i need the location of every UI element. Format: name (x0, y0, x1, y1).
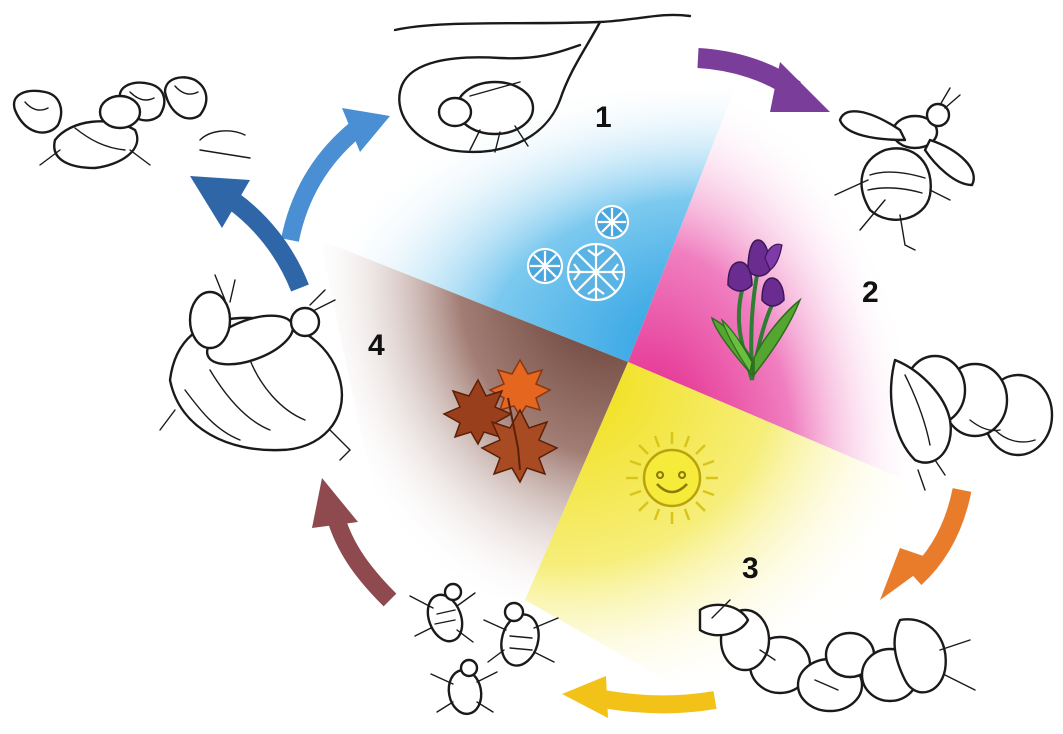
queen-with-cells-drawing (891, 356, 1052, 490)
stage-label-2: 2 (862, 276, 879, 309)
season-quadrants (320, 88, 905, 700)
queen-on-comb-drawing (160, 275, 350, 460)
stage-label-4: 4 (368, 329, 385, 362)
new-queens-nest-drawing (14, 77, 250, 168)
stage-label-3: 3 (742, 552, 759, 585)
stage-label-1: 1 (595, 101, 612, 134)
